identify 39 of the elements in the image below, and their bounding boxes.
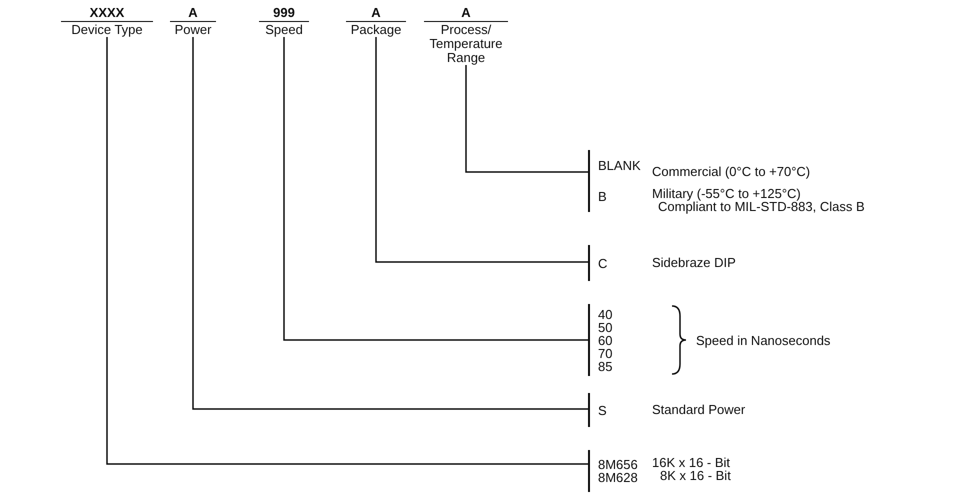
option-code: 8M656 bbox=[598, 458, 638, 471]
field-name: Process/ Temperature Range bbox=[428, 22, 504, 65]
option-bracket bbox=[588, 304, 612, 376]
field-code: A bbox=[170, 6, 216, 22]
connector-line bbox=[375, 37, 588, 263]
option-bracket bbox=[588, 450, 638, 492]
option-description: Commercial (0°C to +70°C) bbox=[652, 165, 810, 179]
option-code: 50 bbox=[598, 320, 612, 334]
option-code: S bbox=[598, 404, 607, 416]
field-code: XXXX bbox=[61, 6, 153, 22]
option-code: BLANK bbox=[598, 159, 641, 172]
option-description: Sidebraze DIP bbox=[652, 256, 736, 270]
field-name: Speed bbox=[265, 22, 303, 37]
option-description: Military (-55°C to +125°C) bbox=[652, 187, 801, 201]
connector-line bbox=[192, 37, 588, 410]
option-bracket bbox=[588, 150, 641, 212]
option-code: 8M628 bbox=[598, 471, 638, 484]
option-code: B bbox=[598, 190, 607, 203]
option-description: Compliant to MIL-STD-883, Class B bbox=[658, 200, 865, 214]
field-name: Package bbox=[350, 22, 402, 37]
option-description: Standard Power bbox=[652, 403, 746, 417]
connector-line bbox=[465, 65, 588, 173]
connector-line bbox=[106, 37, 588, 465]
option-code: 70 bbox=[598, 346, 612, 360]
option-bracket bbox=[588, 245, 608, 281]
field-code: A bbox=[346, 6, 406, 22]
note-text: Speed in Nanoseconds bbox=[696, 334, 830, 348]
option-code: 85 bbox=[598, 360, 612, 372]
field-code: A bbox=[424, 6, 508, 22]
option-code: 60 bbox=[598, 334, 612, 346]
field-name: Power bbox=[174, 22, 212, 37]
option-description: 16K x 16 - Bit bbox=[652, 456, 730, 470]
field-name: Device Type bbox=[71, 22, 143, 37]
option-code: 40 bbox=[598, 308, 612, 320]
field-code: 999 bbox=[259, 6, 309, 22]
option-code: C bbox=[598, 256, 608, 270]
connector-line bbox=[283, 37, 588, 341]
option-description: 8K x 16 - Bit bbox=[660, 469, 731, 483]
option-bracket bbox=[588, 393, 607, 427]
